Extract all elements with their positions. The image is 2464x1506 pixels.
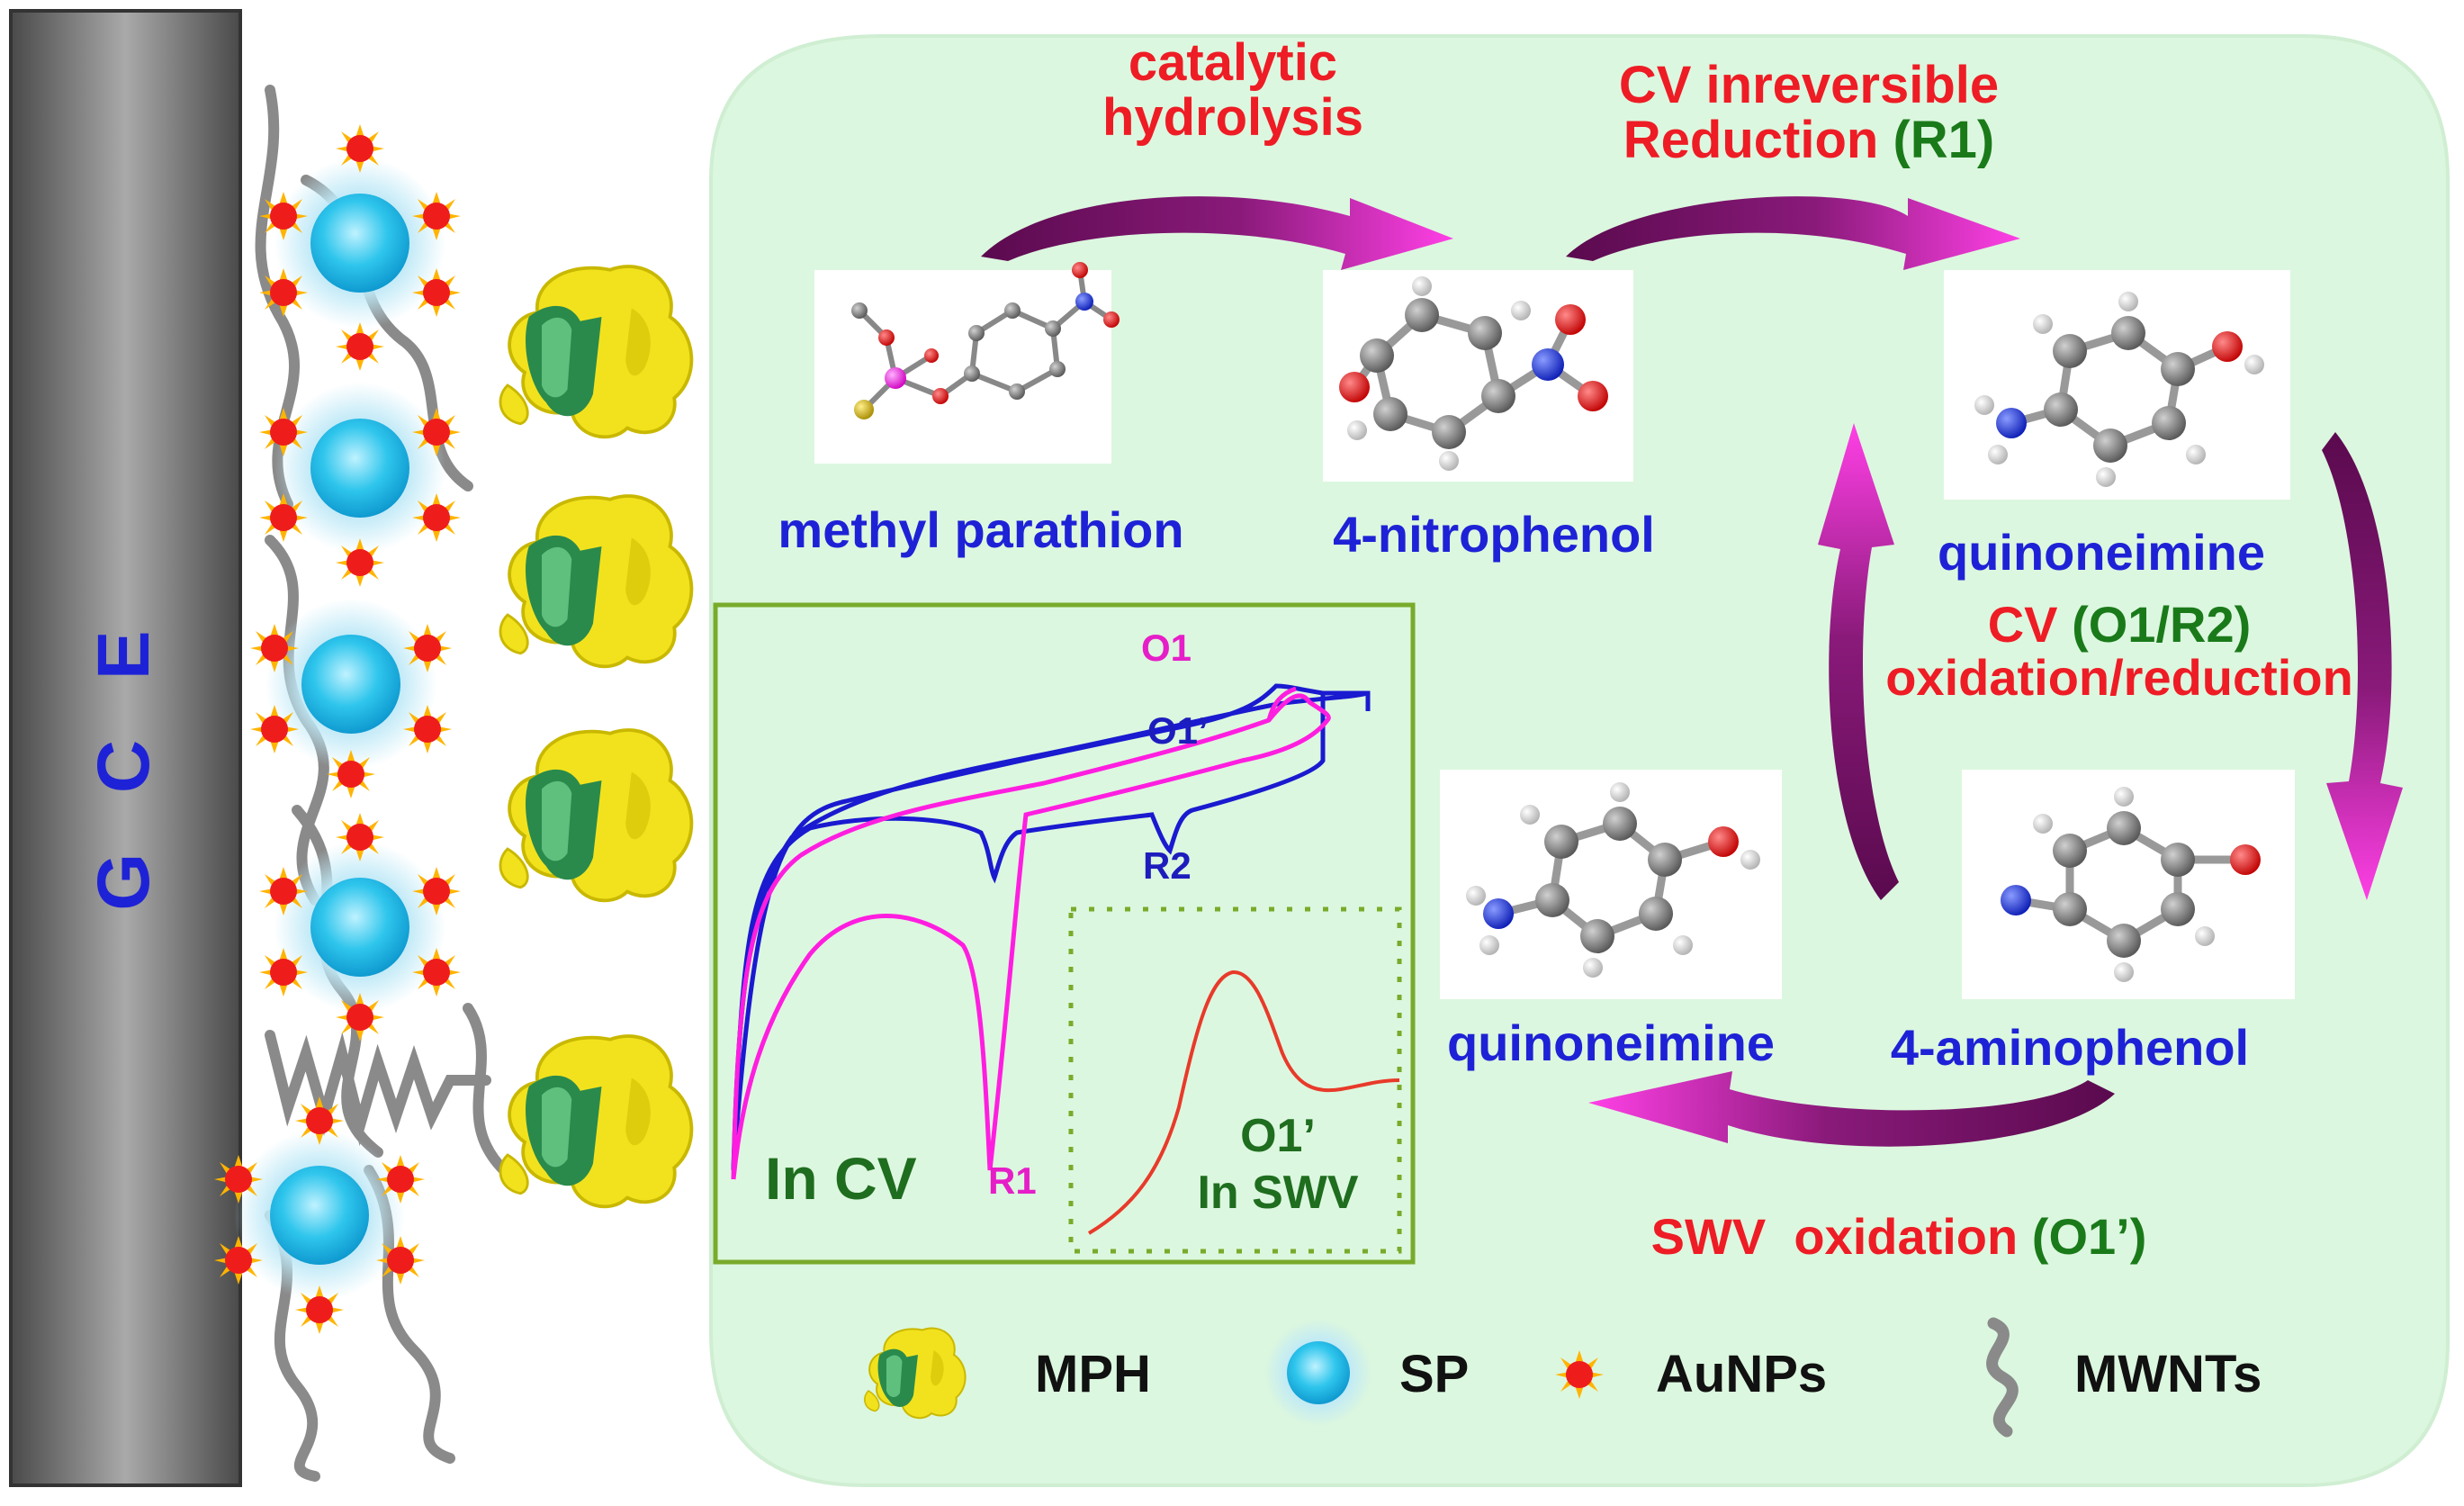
nitrophenol-label: 4-nitrophenol xyxy=(1333,506,1655,563)
aminophenol-label: 4-aminophenol xyxy=(1890,1019,2250,1076)
arrow-swv xyxy=(1588,1071,2115,1147)
arrow-hydrolysis xyxy=(981,196,1453,270)
in-cv-label: In CV xyxy=(765,1145,917,1212)
cv-redox-label: CV (O1/R2) oxidation/reduction xyxy=(1885,596,2353,706)
cv-curves xyxy=(731,683,1371,1180)
peak-o1-prime-label: O1’ xyxy=(1147,709,1209,752)
cv-reduction-text: Reduction xyxy=(1623,110,1879,169)
mph-enzymes xyxy=(499,265,694,1209)
legend-mph-label: MPH xyxy=(1035,1345,1151,1403)
swv-label: SWV oxidation (O1’) xyxy=(1650,1208,2147,1265)
legend-mwnts-icon xyxy=(1986,1317,2019,1438)
cv-redox-line-2: oxidation/reduction xyxy=(1885,648,2353,706)
arrow-down-right xyxy=(2322,432,2403,900)
reaction-arrows xyxy=(981,196,2403,1147)
legend-sp-icon xyxy=(1264,1319,1372,1427)
quinoneimine-top-molecule xyxy=(1974,292,2264,487)
hydrolysis-label: catalytic hydrolysis xyxy=(1102,33,1364,147)
peak-r1-label: R1 xyxy=(988,1159,1037,1202)
arrow-up-left xyxy=(1818,423,1899,900)
legend-mwnts-label: MWNTs xyxy=(2074,1345,2262,1403)
legend-aunps-label: AuNPs xyxy=(1656,1345,1828,1403)
quinoneimine-bottom-molecule xyxy=(1466,782,1760,978)
nitrophenol-molecule xyxy=(1339,276,1608,471)
swv-curve xyxy=(1087,970,1400,1235)
arrow-reduction xyxy=(1566,196,2020,270)
swv-code: (O1’) xyxy=(2031,1208,2147,1265)
cv-reduction-code: (R1) xyxy=(1893,110,1995,169)
cv-reduction-line-1: CV inreversible xyxy=(1618,56,2000,114)
hydrolysis-line-1: catalytic xyxy=(1128,33,1338,92)
cv-redox-code: (O1/R2) xyxy=(2072,596,2252,653)
cv-redox-cv: CV xyxy=(1987,596,2058,653)
cv-redox-line-1: CV (O1/R2) xyxy=(1885,596,2353,653)
legend-icons xyxy=(863,1317,2019,1438)
aminophenol-molecule xyxy=(2001,787,2261,982)
peak-r2-label: R2 xyxy=(1143,844,1192,887)
hydrolysis-line-2: hydrolysis xyxy=(1102,87,1364,147)
gce-label: G C E xyxy=(82,610,165,911)
cv-magenta-curve xyxy=(731,693,1331,1180)
in-swv-label: In SWV xyxy=(1197,1167,1359,1219)
methyl-parathion-molecule xyxy=(851,262,1120,419)
legend-sp-label: SP xyxy=(1399,1345,1470,1403)
methyl-parathion-label: methyl parathion xyxy=(778,501,1184,558)
cv-reduction-line-2: Reduction (R1) xyxy=(1619,113,1999,168)
peak-o1-label: O1 xyxy=(1141,627,1192,669)
swv-peak-label: O1’ xyxy=(1240,1110,1316,1162)
sp-aunp-assemblies xyxy=(214,124,461,1334)
swv-method: SWV xyxy=(1650,1208,1767,1265)
quinoneimine-bottom-label: quinoneimine xyxy=(1447,1015,1775,1071)
gce-electrode xyxy=(9,9,242,1487)
cv-reduction-label: CV inreversible Reduction (R1) xyxy=(1618,56,2000,168)
quinoneimine-top-label: quinoneimine xyxy=(1938,524,2265,581)
swv-text: oxidation xyxy=(1794,1208,2019,1265)
